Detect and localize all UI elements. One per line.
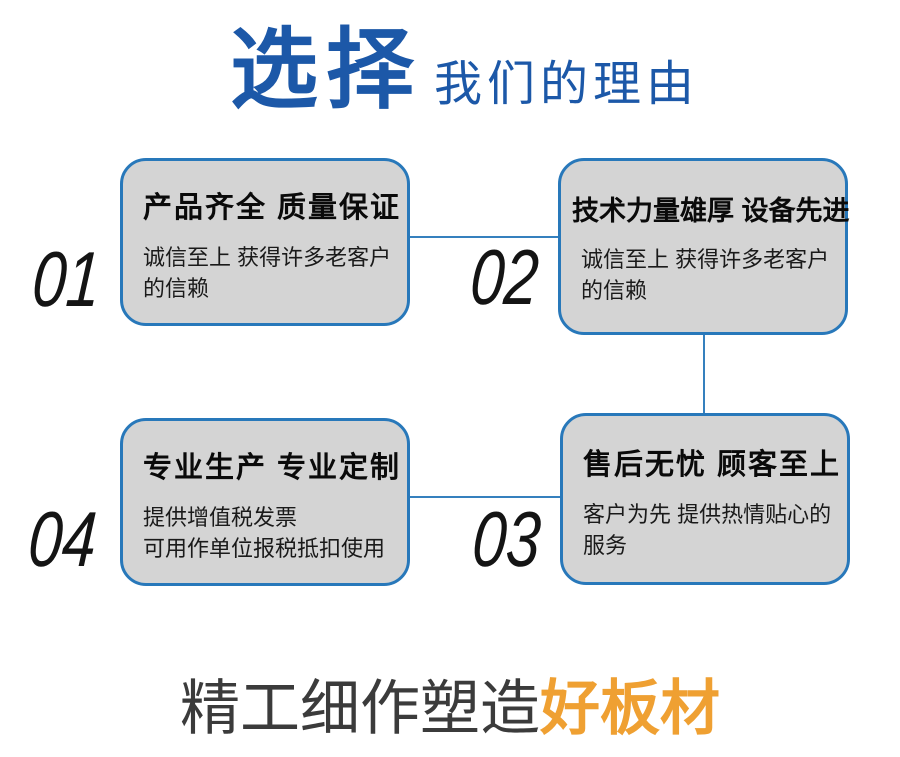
reason-card-description-line1: 客户为先 提供热情贴心的: [583, 501, 832, 527]
reason-card-heading: 技术力量雄厚 设备先进: [572, 196, 850, 226]
reason-card-heading: 产品齐全 质量保证: [143, 192, 402, 224]
page-title-rest: 我们的理由: [434, 58, 700, 111]
step-number-01: 01: [29, 235, 104, 323]
page-title: 选择 我们的理由: [230, 22, 699, 117]
reason-card-description: 提供增值税发票 可用作单位报税抵扣使用: [143, 502, 387, 564]
reason-card-technology-equipment: 技术力量雄厚 设备先进 诚信至上 获得许多老客户 的信赖: [558, 158, 850, 335]
reason-card-description: 诚信至上 获得许多老客户 的信赖: [581, 244, 830, 306]
step-number-02: 02: [467, 233, 542, 321]
reason-card-description-line2: 可用作单位报税抵扣使用: [143, 535, 386, 561]
connector-line-box2-box3: [703, 334, 705, 414]
reason-card-description: 客户为先 提供热情贴心的 服务: [583, 499, 832, 561]
footer-slogan-dark: 精工细作塑造: [180, 675, 540, 742]
reason-card-heading: 专业生产 专业定制: [143, 452, 402, 484]
connector-line-box4-box3: [408, 496, 562, 498]
reason-card-heading: 售后无忧 顾客至上: [583, 449, 842, 481]
reason-card-description-line1: 提供增值税发票: [143, 504, 298, 530]
step-number-03: 03: [469, 495, 544, 583]
step-number-04: 04: [25, 495, 100, 583]
footer-slogan: 精工细作塑造好板材: [0, 676, 900, 742]
footer-slogan-accent: 好板材: [540, 675, 720, 742]
reason-card-description-line2: 服务: [583, 532, 628, 558]
reason-card-description: 诚信至上 获得许多老客户 的信赖: [143, 242, 392, 304]
page-title-highlight: 选择: [230, 20, 423, 119]
reason-card-description-line2: 的信赖: [581, 277, 648, 303]
reason-card-products-quality: 产品齐全 质量保证 诚信至上 获得许多老客户 的信赖: [120, 158, 410, 326]
reason-card-description-line1: 诚信至上 获得许多老客户: [143, 244, 392, 270]
connector-line-box1-box2: [410, 236, 560, 238]
reason-card-production-custom: 专业生产 专业定制 提供增值税发票 可用作单位报税抵扣使用: [120, 418, 410, 586]
reason-card-aftersales-service: 售后无忧 顾客至上 客户为先 提供热情贴心的 服务: [560, 413, 850, 585]
reason-card-description-line1: 诚信至上 获得许多老客户: [581, 246, 830, 272]
reason-card-description-line2: 的信赖: [143, 275, 210, 301]
